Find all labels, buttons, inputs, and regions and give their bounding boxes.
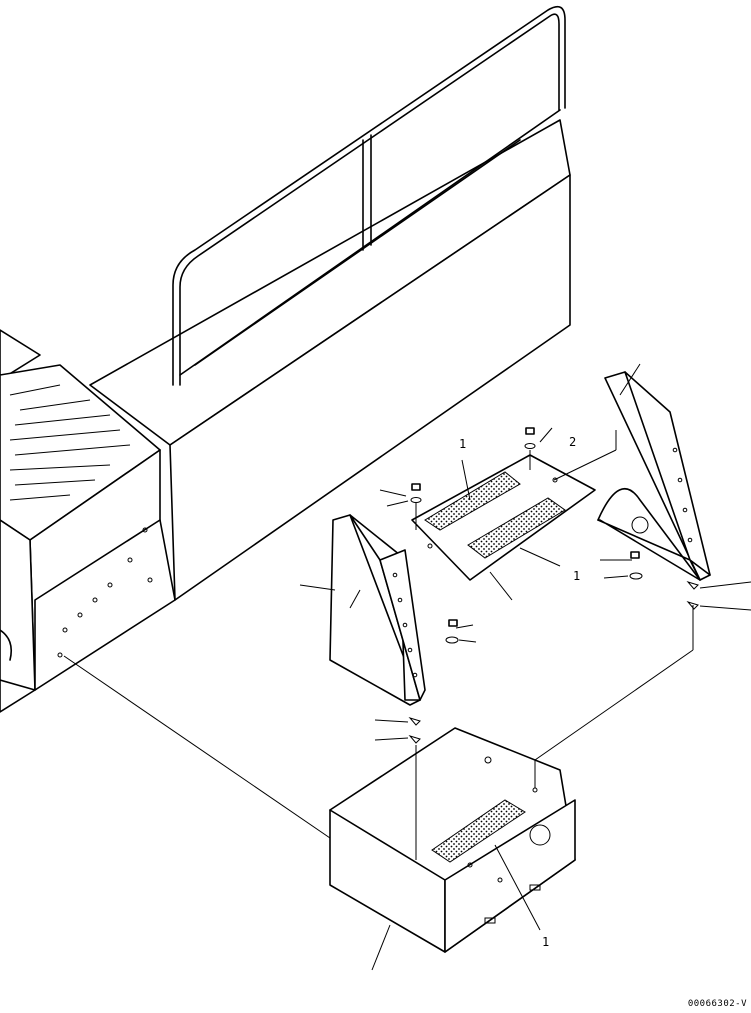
callout-bolt-qty: 2 (569, 435, 576, 449)
side-panel-left (329, 514, 426, 706)
bolt-icon (445, 619, 459, 644)
callout-decal-bottom: 1 (542, 935, 549, 949)
bolt-icon (410, 483, 422, 503)
deck-texture (9, 384, 131, 501)
callout-decal-top: 1 (459, 437, 466, 451)
callout-decal-right: 1 (573, 569, 580, 583)
callout-leaders (299, 363, 751, 971)
decal-top (424, 471, 521, 531)
side-panel-right (597, 371, 711, 581)
bottom-box (329, 727, 576, 953)
bolt-icon (524, 427, 536, 449)
clip-icon (408, 581, 699, 744)
handrail (172, 5, 566, 386)
assembly-leader-lines (63, 430, 694, 860)
machine-body (0, 119, 571, 713)
body-holes (57, 527, 153, 658)
bolt-set (408, 427, 699, 744)
decal-bottom (431, 799, 526, 863)
drawing-number: 00066302-V (687, 999, 747, 1009)
decal-right (467, 497, 566, 559)
bolt-icon (629, 551, 643, 580)
top-cover-plate (411, 454, 596, 581)
